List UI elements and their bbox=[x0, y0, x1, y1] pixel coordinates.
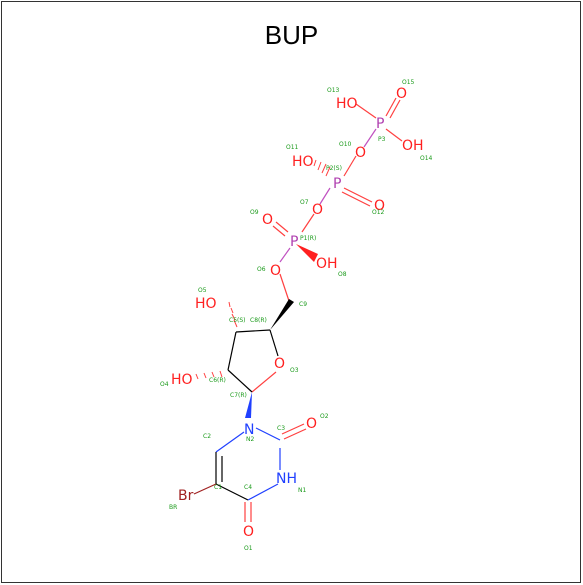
label-o8: O8 bbox=[338, 271, 347, 278]
atom-p-1: P bbox=[290, 234, 298, 250]
atom-ho-13: HO bbox=[336, 96, 358, 112]
atom-o-2: O bbox=[306, 416, 317, 432]
bond-c1-c4 bbox=[215, 483, 249, 501]
atom-o-15: O bbox=[396, 86, 407, 102]
label-o4: O4 bbox=[160, 381, 169, 388]
label-c4: C4 bbox=[244, 484, 252, 491]
label-o2: O2 bbox=[320, 413, 329, 420]
bond-c4-n1 bbox=[247, 483, 279, 501]
label-c5: C5(S) bbox=[229, 317, 246, 324]
label-c3: C3 bbox=[277, 425, 285, 432]
bond-c5-c8 bbox=[235, 329, 271, 333]
label-c6: C6(R) bbox=[209, 377, 226, 384]
bond-c1-br bbox=[193, 483, 217, 495]
label-c8: C8(R) bbox=[250, 317, 267, 324]
wedge-c8-c9 bbox=[270, 299, 294, 330]
label-c2: C2 bbox=[203, 433, 211, 440]
label-o13: O13 bbox=[327, 87, 340, 94]
bond-o13-p3 bbox=[355, 103, 377, 119]
atom-n-2: N bbox=[244, 422, 254, 438]
bond-p1-o6 bbox=[279, 247, 291, 263]
label-o3: O3 bbox=[290, 367, 299, 374]
label-o15: O15 bbox=[402, 79, 415, 86]
atom-nh-1: NH bbox=[276, 471, 297, 487]
bond-o9-p1-a bbox=[275, 221, 289, 233]
atom-o-10: O bbox=[355, 145, 366, 161]
atom-o-7: O bbox=[312, 202, 323, 218]
bond-p3-o15-b bbox=[389, 99, 401, 119]
label-p1: P1(R) bbox=[300, 235, 316, 242]
bond-p2-o12-b bbox=[341, 191, 371, 207]
bond-o9-p1-b bbox=[272, 225, 286, 237]
bond-p2-o7 bbox=[319, 187, 331, 205]
label-o14: O14 bbox=[420, 155, 433, 162]
bond-c3-o2-a bbox=[281, 423, 305, 435]
bond-p2-o12-a bbox=[343, 187, 373, 203]
label-p2: P2(S) bbox=[326, 165, 342, 172]
atom-ho-4: HO bbox=[171, 372, 193, 388]
atom-br: Br bbox=[178, 488, 194, 504]
atom-o-1: O bbox=[243, 524, 254, 540]
label-o11: O11 bbox=[286, 144, 299, 151]
atom-p-2: P bbox=[333, 176, 341, 192]
label-o9: O9 bbox=[250, 209, 259, 216]
bond-o6-c9 bbox=[279, 273, 291, 305]
bond-o7-p1 bbox=[301, 213, 315, 233]
atom-ho-11: HO bbox=[292, 154, 314, 170]
label-o5: O5 bbox=[198, 287, 207, 294]
bond-c5-c6 bbox=[227, 331, 237, 371]
atom-p-3: P bbox=[376, 116, 384, 132]
label-br: BR bbox=[169, 504, 177, 511]
bond-c3-o2-b bbox=[283, 428, 307, 440]
atom-oh-8: OH bbox=[316, 256, 338, 272]
hashed-bonds bbox=[195, 159, 331, 380]
label-c1: C1 bbox=[214, 484, 222, 491]
bond-p3-o15-a bbox=[385, 97, 397, 117]
bond-c8-o3 bbox=[269, 329, 279, 357]
atom-o-9: O bbox=[262, 212, 273, 228]
label-o12: O12 bbox=[372, 209, 385, 216]
label-o6: O6 bbox=[257, 266, 266, 273]
bond-p3-o10 bbox=[363, 128, 377, 148]
label-c7: C7(R) bbox=[230, 392, 247, 399]
atom-o-12: O bbox=[374, 198, 385, 214]
bond-p3-o14 bbox=[385, 128, 403, 142]
atom-oh-14: OH bbox=[402, 138, 424, 154]
atom-o-6: O bbox=[270, 263, 281, 279]
bond-n2-c2 bbox=[215, 431, 245, 453]
bond-o10-p2 bbox=[343, 155, 357, 177]
wedge-p1-oh8 bbox=[296, 244, 318, 262]
label-o7: O7 bbox=[300, 199, 309, 206]
atom-o-3: O bbox=[274, 356, 285, 372]
label-o10: O10 bbox=[339, 141, 352, 148]
atom-ho-5: HO bbox=[195, 296, 217, 312]
molecule-title: BUP bbox=[264, 20, 319, 50]
bond-o3-c7 bbox=[251, 371, 277, 393]
label-o1: O1 bbox=[244, 545, 253, 552]
label-n1: N1 bbox=[298, 487, 306, 494]
wedge-c7-n2 bbox=[245, 392, 252, 418]
label-c9: C9 bbox=[299, 301, 307, 308]
label-p3: P3 bbox=[378, 136, 386, 143]
label-n2: N2 bbox=[246, 436, 254, 443]
bond-c3-n2 bbox=[255, 427, 281, 441]
bond-c6-c7 bbox=[227, 369, 253, 393]
